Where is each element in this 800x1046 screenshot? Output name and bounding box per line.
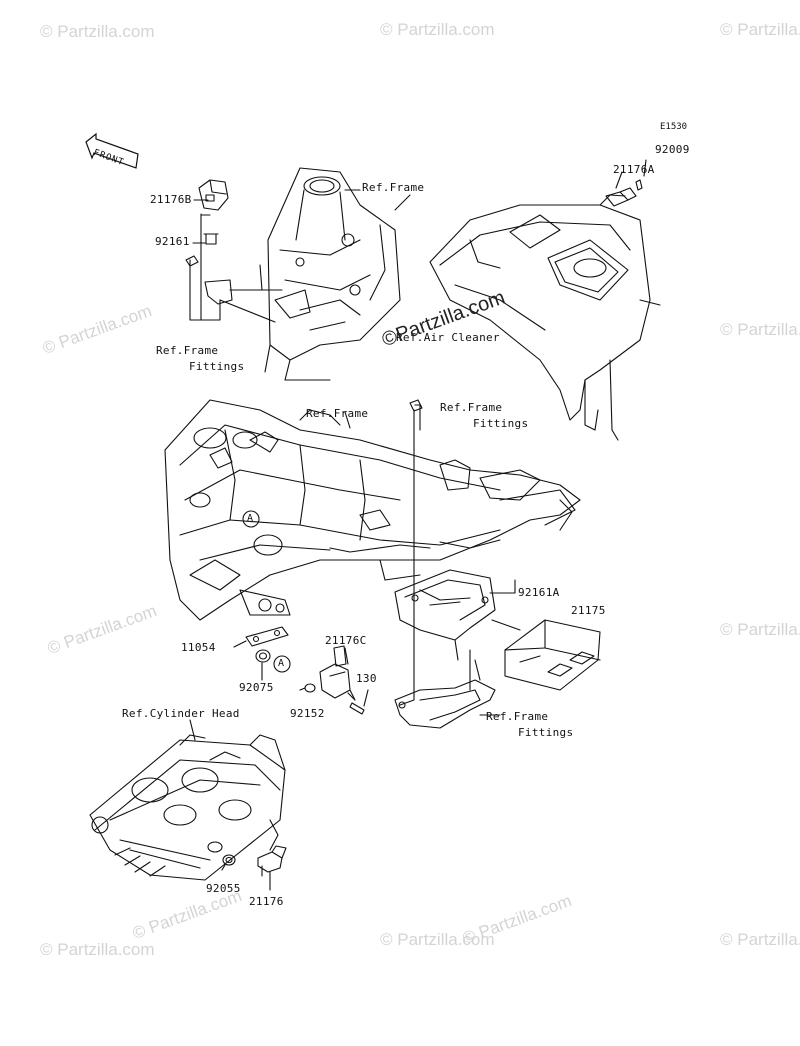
- ecu-21175: [504, 619, 601, 691]
- part-92055: 92055: [206, 882, 241, 895]
- part-92009: 92009: [655, 143, 690, 156]
- part-21176b: 21176B: [150, 193, 192, 206]
- watermark-3: © Partzilla.com: [720, 20, 800, 39]
- sensor-21176a: [605, 159, 647, 207]
- bolt-bracket-upper: [185, 255, 233, 305]
- ref-frame-fittings-1-line2: Fittings: [189, 360, 245, 373]
- ecu-holder: [394, 569, 496, 661]
- watermark-8: © Partzilla.com: [40, 940, 155, 959]
- washer-92152: [304, 683, 316, 693]
- part-21176a: 21176A: [613, 163, 655, 176]
- ref-frame-mid: Ref.Frame: [306, 407, 369, 420]
- part-11054: 11054: [181, 641, 216, 654]
- part-92161: 92161: [155, 235, 190, 248]
- callout-a-lower-letter: A: [278, 658, 285, 669]
- front-arrow-icon: [85, 132, 139, 169]
- lower-left-leaders: [233, 640, 369, 707]
- lower-bracket: [394, 659, 496, 729]
- grommet-92161: [203, 233, 219, 245]
- cylinder-head-leaders: [189, 719, 271, 891]
- part-92161a: 92161A: [518, 586, 560, 599]
- watermark-5: © Partzilla.com: [720, 320, 800, 339]
- cylinder-head: [89, 734, 286, 881]
- sensor-21176c: [319, 645, 351, 699]
- watermark-7: © Partzilla.com: [720, 620, 800, 639]
- ref-frame-fittings-3-line2: Fittings: [518, 726, 574, 739]
- ref-air-cleaner: Ref.Air Cleaner: [396, 331, 500, 344]
- part-130: 130: [356, 672, 377, 685]
- watermark-9: © Partzilla.com: [380, 930, 495, 949]
- part-92075: 92075: [239, 681, 274, 694]
- bolt-mid: [409, 399, 423, 412]
- seal-92075: [255, 649, 271, 663]
- plate-11054: [245, 626, 289, 647]
- ref-frame-fittings-1-line1: Ref.Frame: [156, 344, 219, 357]
- part-21176c: 21176C: [325, 634, 367, 647]
- ref-frame-fittings-2-line1: Ref.Frame: [440, 401, 503, 414]
- watermark-2: © Partzilla.com: [380, 20, 495, 39]
- callout-a-lower: [273, 655, 291, 673]
- ref-cylinder-head: Ref.Cylinder Head: [122, 707, 240, 720]
- part-92152: 92152: [290, 707, 325, 720]
- air-cleaner: [429, 194, 661, 441]
- part-21176: 21176: [249, 895, 284, 908]
- ref-frame-fittings-2-line2: Fittings: [473, 417, 529, 430]
- upper-frame-section: [259, 167, 411, 381]
- watermark-10: © Partzilla.com: [720, 930, 800, 949]
- bolt-130: [347, 692, 365, 715]
- main-frame: [164, 399, 581, 621]
- callout-a-frame-letter: A: [247, 513, 254, 524]
- sensor-21176: [257, 845, 287, 877]
- upper-left-leaders: [189, 189, 361, 323]
- callout-a-frame: [242, 510, 260, 528]
- watermark-1: © Partzilla.com: [40, 22, 155, 41]
- diagram-code: E1530: [660, 122, 688, 132]
- washer-92055: [222, 854, 236, 866]
- sensor-21176b: [198, 179, 229, 211]
- part-21175: 21175: [571, 604, 606, 617]
- ref-frame-fittings-3-line1: Ref.Frame: [486, 710, 549, 723]
- ref-frame-top: Ref.Frame: [362, 181, 425, 194]
